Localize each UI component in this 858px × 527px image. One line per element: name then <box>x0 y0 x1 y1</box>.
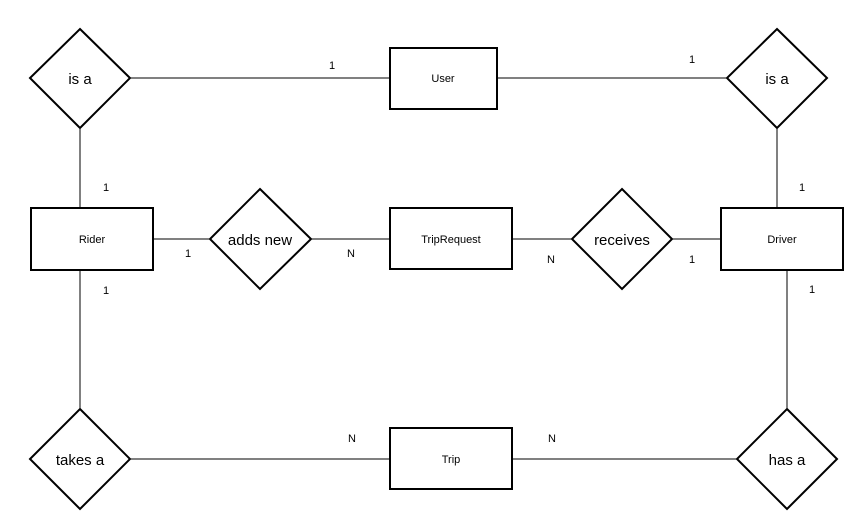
cardinality-user-left: 1 <box>329 60 335 72</box>
cardinality-user-right: 1 <box>689 54 695 66</box>
entity-box <box>389 47 498 110</box>
relationship-label: adds new <box>228 232 292 249</box>
relationship-receives: receives <box>570 187 674 291</box>
cardinality-labels: 1 1 1 1 1 N N 1 1 1 N N <box>103 54 815 445</box>
entity-box <box>389 427 513 490</box>
cardinality-request-receives: N <box>547 254 555 266</box>
entity-label: Trip <box>442 454 461 466</box>
cardinality-driver-bottom: 1 <box>809 284 815 296</box>
diamond-shape <box>28 27 132 130</box>
relationship-label: takes a <box>56 452 105 469</box>
cardinality-trip-right: N <box>548 433 556 445</box>
relationship-rider-is-a: is a <box>28 27 132 130</box>
diamond-shape <box>208 187 313 291</box>
cardinality-request-adds: N <box>347 248 355 260</box>
relationship-adds-new: adds new <box>208 187 313 291</box>
entity-rider: Rider <box>30 207 154 271</box>
cardinality-rider-top: 1 <box>103 182 109 194</box>
relationship-label: is a <box>765 71 789 88</box>
entity-driver: Driver <box>720 207 844 271</box>
relationship-has-a: has a <box>735 407 839 511</box>
cardinality-rider-bottom: 1 <box>103 285 109 297</box>
diamond-shape <box>735 407 839 511</box>
entity-label: Driver <box>767 234 797 246</box>
cardinality-rider-adds: 1 <box>185 248 191 260</box>
relationship-label: is a <box>68 71 92 88</box>
entity-label: TripRequest <box>421 234 481 246</box>
cardinality-trip-left: N <box>348 433 356 445</box>
entity-box <box>720 207 844 271</box>
diamond-shape <box>570 187 674 291</box>
entity-trip: Trip <box>389 427 513 490</box>
entity-trip-request: TripRequest <box>389 207 513 270</box>
entity-label: User <box>431 73 455 85</box>
cardinality-driver-top: 1 <box>799 182 805 194</box>
entity-label: Rider <box>79 234 106 246</box>
entity-box <box>389 207 513 270</box>
cardinality-driver-receives: 1 <box>689 254 695 266</box>
diamond-shape <box>28 407 132 511</box>
connector-lines <box>79 77 788 460</box>
relationship-label: has a <box>769 452 806 469</box>
diamond-shape <box>725 27 829 130</box>
entity-user: User <box>389 47 498 110</box>
relationship-label: receives <box>594 232 650 249</box>
relationship-takes-a: takes a <box>28 407 132 511</box>
entity-box <box>30 207 154 271</box>
relationship-driver-is-a: is a <box>725 27 829 130</box>
